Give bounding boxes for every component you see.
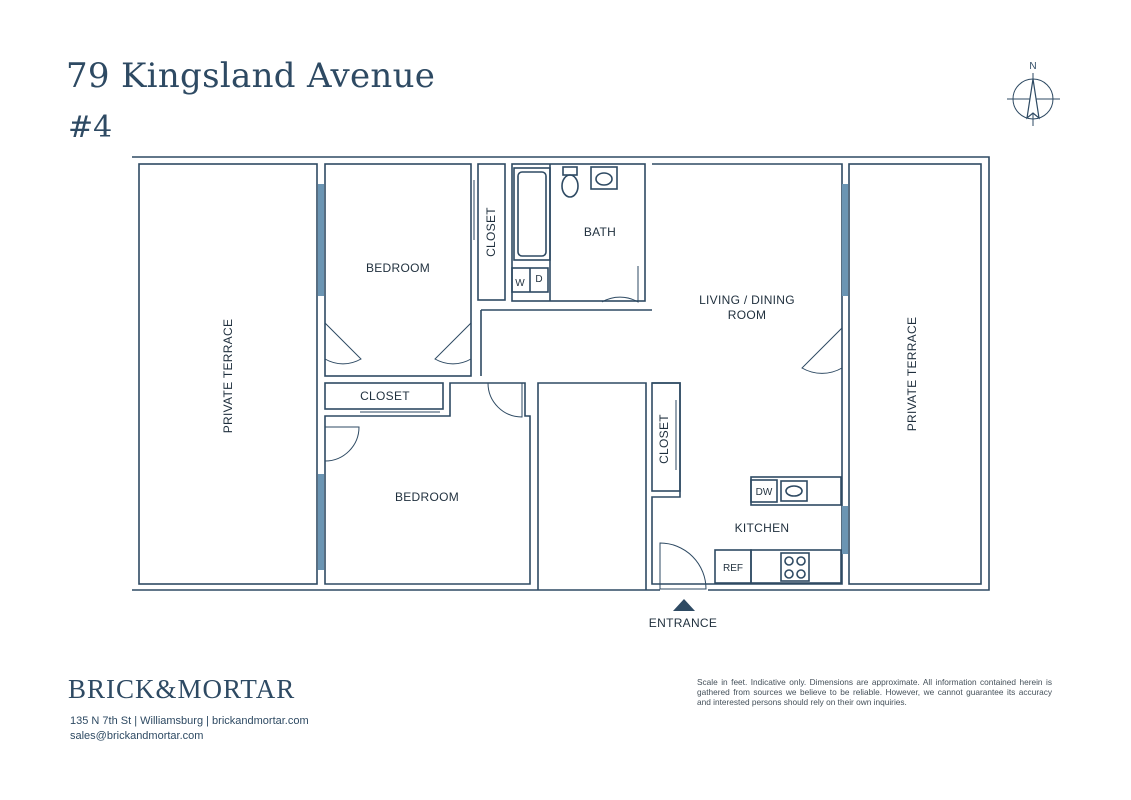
north-compass-icon: N xyxy=(1007,61,1060,126)
disclaimer-text: Scale in feet. Indicative only. Dimensio… xyxy=(697,677,1052,707)
terrace-right-label: PRIVATE TERRACE xyxy=(905,317,919,432)
walls xyxy=(132,156,990,591)
kitchen-label: KITCHEN xyxy=(735,521,790,535)
living-label-line1: LIVING / DINING xyxy=(699,293,795,307)
dryer-label: D xyxy=(535,274,542,285)
compass-north-label: N xyxy=(1029,61,1036,72)
closet-kitchen-label: CLOSET xyxy=(657,414,671,464)
property-title: 79 Kingsland Avenue xyxy=(66,56,436,96)
unit-number: #4 xyxy=(68,110,113,145)
living-label-line2: ROOM xyxy=(728,308,767,322)
terrace-left-label: PRIVATE TERRACE xyxy=(221,319,235,434)
entrance-label: ENTRANCE xyxy=(649,616,717,630)
company-address: 135 N 7th St | Williamsburg | brickandmo… xyxy=(70,715,309,727)
entrance-arrow-icon xyxy=(673,599,695,611)
closet-mid-label: CLOSET xyxy=(360,389,410,403)
refrigerator-label: REF xyxy=(723,563,743,574)
windows xyxy=(318,184,848,570)
washer-label: W xyxy=(515,278,525,289)
bath-label: BATH xyxy=(584,225,616,239)
bedroom-bottom-label: BEDROOM xyxy=(395,490,459,504)
dishwasher-label: DW xyxy=(756,487,773,498)
company-email: sales@brickandmortar.com xyxy=(70,730,204,742)
brand-logo: BRICK&MORTAR xyxy=(68,674,296,704)
bedroom-top-label: BEDROOM xyxy=(366,261,430,275)
closet-top-label: CLOSET xyxy=(484,207,498,257)
